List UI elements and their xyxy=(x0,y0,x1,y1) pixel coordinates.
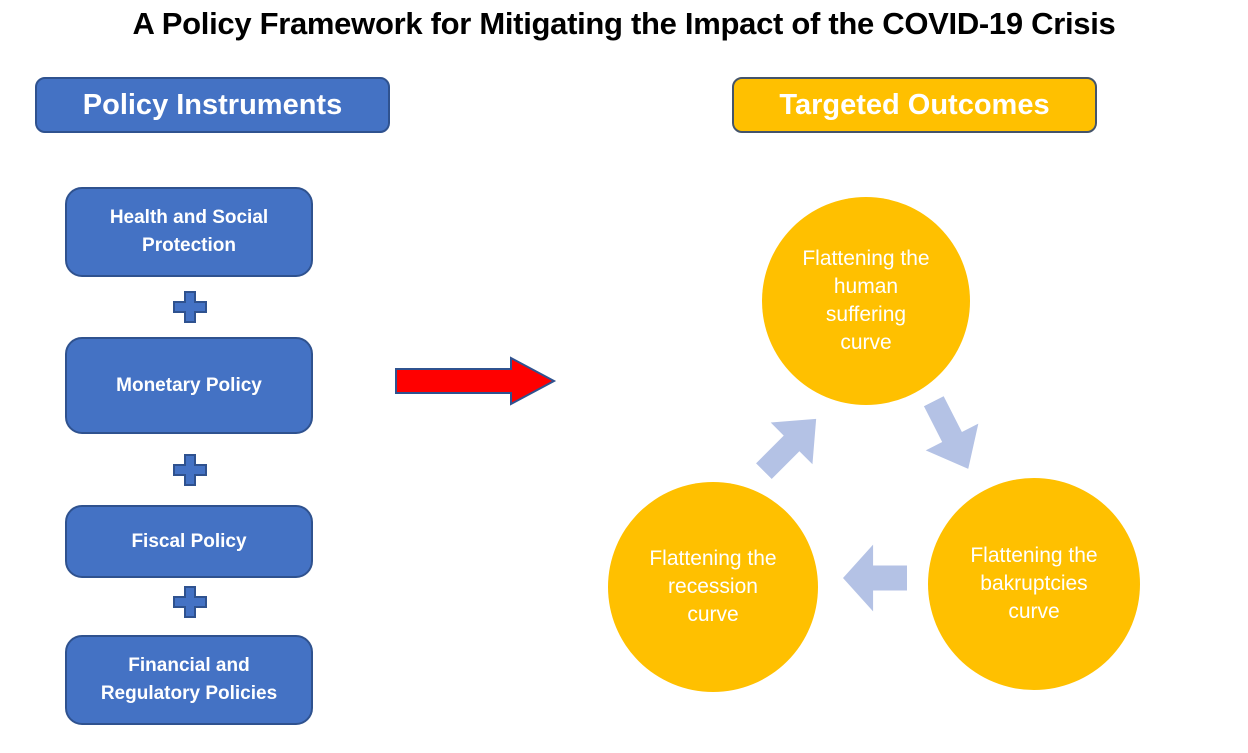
policy-box-label: Monetary Policy xyxy=(116,374,262,396)
outcome-circle-recession: Flattening the recession curve xyxy=(608,482,818,692)
outcome-circle-human-suffering: Flattening the human suffering curve xyxy=(762,197,970,405)
policy-box-fiscal-policy: Fiscal Policy xyxy=(65,505,313,578)
policy-instruments-header-label: Policy Instruments xyxy=(82,88,343,121)
policy-instruments-header: Policy Instruments xyxy=(35,77,390,133)
cycle-arrow-down-right-icon xyxy=(906,387,996,483)
flow-right-arrow-icon xyxy=(395,356,557,406)
policy-box-label: Fiscal Policy xyxy=(131,530,247,552)
policy-box-label: Health and Social Protection xyxy=(109,207,269,256)
plus-icon xyxy=(173,586,207,618)
outcome-circle-label: Flattening the recession curve xyxy=(649,547,777,626)
outcome-circle-bakruptcies: Flattening the bakruptcies curve xyxy=(928,478,1140,690)
cycle-arrow-left-icon xyxy=(843,543,907,613)
targeted-outcomes-header: Targeted Outcomes xyxy=(732,77,1097,133)
policy-box-health-social-protection: Health and Social Protection xyxy=(65,187,313,277)
policy-box-label: Financial and Regulatory Policies xyxy=(100,655,278,704)
page-title: A Policy Framework for Mitigating the Im… xyxy=(132,6,1116,41)
plus-icon xyxy=(173,454,207,486)
policy-box-financial-regulatory: Financial and Regulatory Policies xyxy=(65,635,313,725)
plus-icon xyxy=(173,291,207,323)
outcome-circle-label: Flattening the human suffering curve xyxy=(802,247,930,354)
policy-box-monetary-policy: Monetary Policy xyxy=(65,337,313,434)
cycle-arrow-up-right-icon xyxy=(742,397,838,493)
outcome-circle-label: Flattening the bakruptcies curve xyxy=(970,544,1098,623)
targeted-outcomes-header-label: Targeted Outcomes xyxy=(779,88,1050,121)
